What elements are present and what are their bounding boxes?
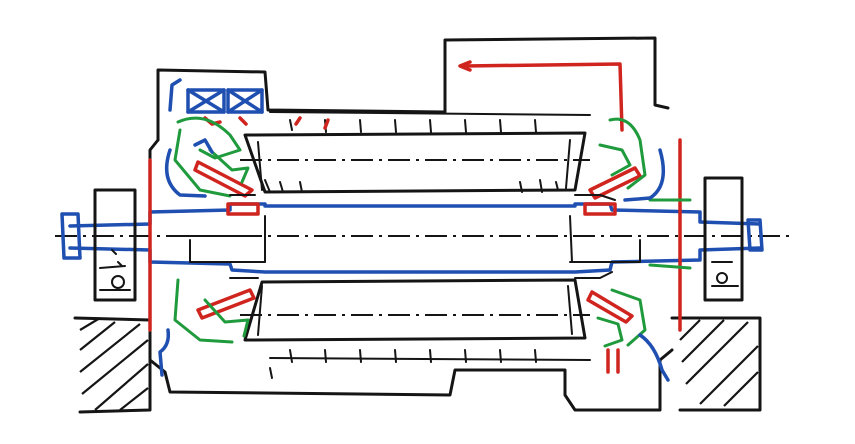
bolt-icon: [111, 275, 125, 289]
bolt-icon: [716, 272, 728, 284]
coil-cross-box-icon: [168, 78, 264, 114]
rotor-end-details: [229, 194, 616, 279]
stator-core-lower: [243, 278, 587, 342]
circulation-arrows-blue: [158, 138, 670, 382]
rotor-shaft: [60, 202, 764, 274]
right-bearing-pedestal: [703, 176, 744, 302]
winding-end-turns-green: [173, 116, 692, 348]
left-bearing-pedestal: [93, 188, 137, 302]
foundation-hatching-left: [73, 316, 152, 414]
stator-core-upper: [243, 131, 587, 194]
foundation-hatching-right: [670, 316, 762, 412]
